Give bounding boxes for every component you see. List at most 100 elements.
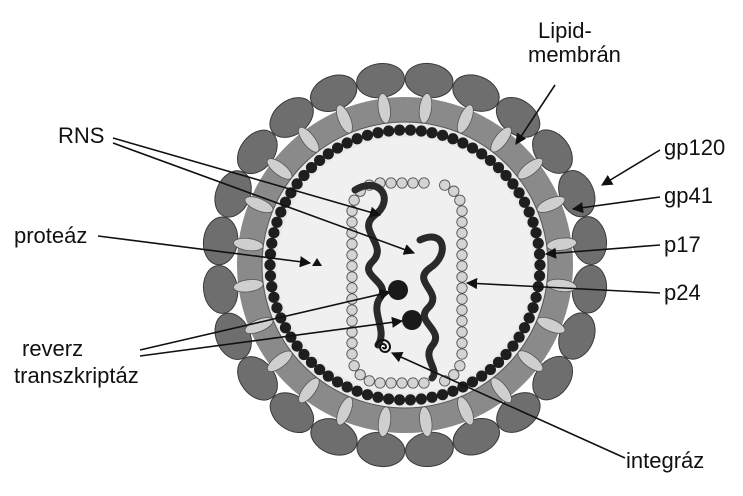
p24-bead: [457, 305, 467, 315]
p17-bead: [437, 389, 448, 400]
p17-bead: [280, 322, 291, 333]
p24-bead: [408, 378, 418, 388]
p17-bead: [394, 394, 405, 405]
p17-bead: [426, 392, 437, 403]
p17-bead: [519, 197, 530, 208]
p24-bead: [347, 217, 357, 227]
p24-bead: [455, 361, 465, 371]
p17-bead: [534, 249, 545, 260]
p17-bead: [405, 394, 416, 405]
p17-bead: [447, 386, 458, 397]
p17-bead: [457, 137, 468, 148]
p17-bead: [416, 393, 427, 404]
p17-bead: [514, 187, 525, 198]
p24-bead: [457, 349, 467, 359]
p17-bead: [266, 281, 277, 292]
label-rt-1: reverz: [22, 336, 83, 361]
p17-bead: [534, 259, 545, 270]
p17-bead: [533, 238, 544, 249]
p24-bead: [457, 239, 467, 249]
label-lipid-2: membrán: [528, 42, 621, 67]
p24-bead: [347, 250, 357, 260]
p17-bead: [372, 392, 383, 403]
p17-bead: [264, 259, 275, 270]
label-p24: p24: [664, 280, 701, 305]
p24-bead: [375, 378, 385, 388]
p24-bead: [347, 338, 357, 348]
p24-bead: [457, 316, 467, 326]
label-integrase: integráz: [626, 448, 704, 473]
p24-bead: [347, 316, 357, 326]
p17-bead: [524, 206, 535, 217]
p24-bead: [457, 283, 467, 293]
p17-bead: [447, 133, 458, 144]
p24-bead: [457, 272, 467, 282]
reverse-transcriptase-1: [388, 280, 408, 300]
p24-bead: [449, 186, 459, 196]
p24-bead: [457, 250, 467, 260]
p17-bead: [362, 130, 373, 141]
p24-bead: [386, 378, 396, 388]
p17-bead: [268, 227, 279, 238]
p17-bead: [467, 376, 478, 387]
p24-bead: [457, 294, 467, 304]
p24-bead: [349, 361, 359, 371]
p17-bead: [268, 292, 279, 303]
gp120-leader: [602, 150, 660, 185]
p24-bead: [457, 338, 467, 348]
p17-bead: [530, 292, 541, 303]
p17-bead: [416, 125, 427, 136]
p17-bead: [342, 137, 353, 148]
p24-bead: [386, 178, 396, 188]
reverse-transcriptase-2: [402, 310, 422, 330]
p17-bead: [534, 270, 545, 281]
p24-bead: [457, 206, 467, 216]
p17-bead: [394, 125, 405, 136]
p17-bead: [271, 302, 282, 313]
p17-bead: [530, 227, 541, 238]
p24-bead: [408, 178, 418, 188]
p17-bead: [519, 322, 530, 333]
p24-bead: [397, 378, 407, 388]
label-gp120: gp120: [664, 135, 725, 160]
label-p17: p17: [664, 232, 701, 257]
p17-bead: [426, 127, 437, 138]
p24-bead: [347, 261, 357, 271]
p24-bead: [457, 228, 467, 238]
p17-bead: [405, 125, 416, 136]
p17-bead: [271, 217, 282, 228]
p24-bead: [457, 327, 467, 337]
p24-bead: [419, 378, 429, 388]
p17-bead: [524, 312, 535, 323]
p24-bead: [347, 239, 357, 249]
p17-bead: [383, 393, 394, 404]
p17-bead: [352, 133, 363, 144]
label-protease: proteáz: [14, 223, 87, 248]
p24-bead: [347, 305, 357, 315]
p24-bead: [347, 272, 357, 282]
p17-bead: [527, 217, 538, 228]
p17-bead: [266, 238, 277, 249]
label-rns: RNS: [58, 123, 104, 148]
p24-bead: [419, 178, 429, 188]
p24-bead: [457, 217, 467, 227]
p17-bead: [265, 270, 276, 281]
label-gp41: gp41: [664, 183, 713, 208]
p24-bead: [455, 195, 465, 205]
p24-bead: [347, 349, 357, 359]
p24-bead: [440, 180, 450, 190]
p24-bead: [397, 178, 407, 188]
p17-bead: [332, 142, 343, 153]
p24-bead: [347, 283, 357, 293]
p17-bead: [342, 381, 353, 392]
p17-bead: [352, 386, 363, 397]
label-lipid-1: Lipid-: [538, 18, 592, 43]
p17-bead: [372, 127, 383, 138]
p24-bead: [349, 195, 359, 205]
p17-bead: [383, 125, 394, 136]
p17-bead: [275, 206, 286, 217]
p24-bead: [457, 261, 467, 271]
p24-bead: [355, 370, 365, 380]
